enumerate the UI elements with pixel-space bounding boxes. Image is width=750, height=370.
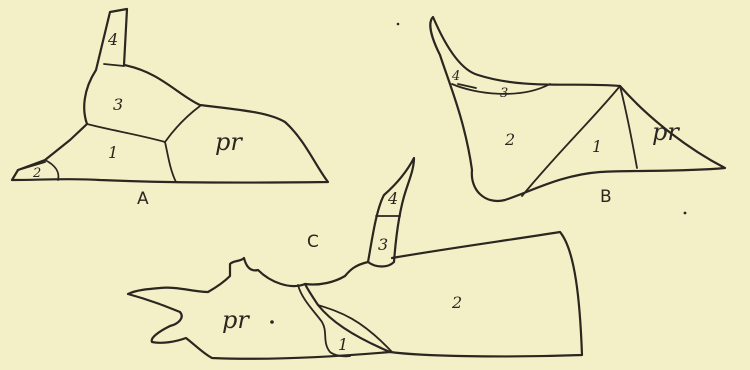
figure-b-suture-2-1 — [522, 86, 620, 196]
figure-c-plate-2 — [390, 232, 582, 356]
figure-c-pr — [128, 258, 390, 359]
figure-b-label-2: 2 — [504, 130, 515, 149]
figure-b-speck — [684, 212, 687, 215]
figure-b-label-1: 1 — [592, 137, 602, 156]
figure-a-label-2: 2 — [32, 166, 41, 181]
figure-a-label-4: 4 — [107, 30, 118, 49]
figure-a-suture-2-1 — [45, 160, 58, 180]
figure-c-label-2: 2 — [451, 293, 462, 312]
figure-a-suture-1-pr — [165, 142, 176, 182]
figure-c-pr-dot — [270, 320, 274, 324]
figure-c: 4 3 2 1 pr C — [128, 158, 582, 359]
figure-a: 4 3 1 2 pr A — [12, 9, 328, 209]
figure-b-label-pr: pr — [652, 118, 680, 146]
figure-a-label-pr: pr — [215, 128, 243, 156]
figure-a-label-1: 1 — [108, 143, 118, 162]
figure-c-label-3: 3 — [378, 235, 388, 254]
figure-a-caption: A — [137, 189, 149, 209]
figure-a-outline — [12, 9, 328, 183]
figure-b-suture-1-pr — [620, 86, 637, 168]
figure-c-suture-1-top — [318, 305, 392, 352]
figure-a-suture-4-3 — [104, 64, 124, 66]
figure-top-speck — [397, 23, 400, 26]
figure-c-caption: C — [307, 232, 319, 252]
figure-a-suture-3-1 — [87, 124, 165, 142]
figure-c-neck — [305, 262, 368, 285]
figure-a-label-3: 3 — [113, 95, 123, 114]
figure-c-column — [368, 158, 414, 267]
figure-b-outline — [430, 17, 725, 201]
figure-b-caption: B — [600, 187, 612, 207]
figure-b: 4 3 2 1 pr B — [397, 17, 725, 214]
figure-b-label-4: 4 — [451, 69, 460, 84]
figure-c-label-pr: pr — [222, 306, 250, 334]
figure-b-label-3: 3 — [500, 86, 508, 101]
figure-c-label-4: 4 — [387, 189, 398, 208]
figure-a-suture-3-pr — [165, 106, 200, 142]
figure-c-label-1: 1 — [338, 335, 348, 354]
